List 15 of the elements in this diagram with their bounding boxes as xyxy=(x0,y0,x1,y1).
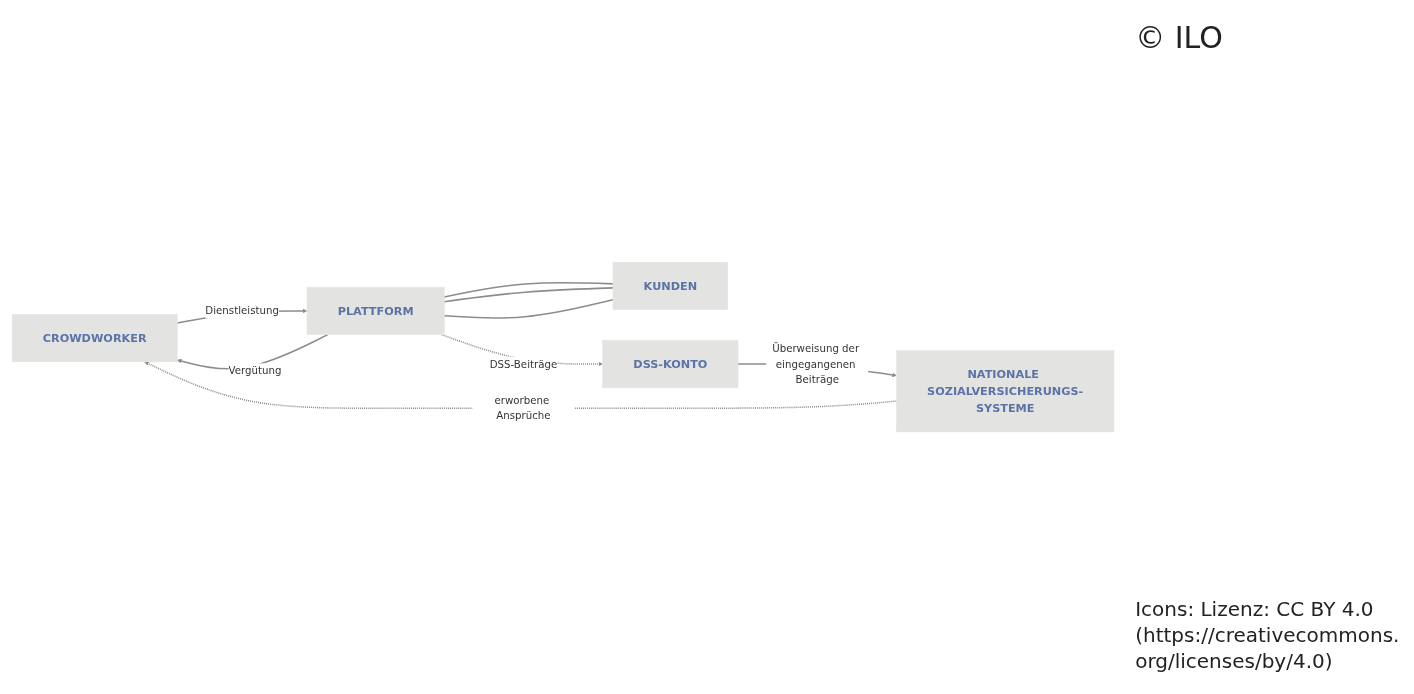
edge-label: erworbene Ansprüche xyxy=(493,394,551,423)
node-box: PLATTFORM xyxy=(306,286,445,335)
connector xyxy=(443,298,614,319)
edge-label: Vergütung xyxy=(228,364,281,377)
node-box: NATIONALE SOZIALVERSICHERUNGS-SYSTEME xyxy=(895,350,1114,433)
connector xyxy=(443,287,614,303)
edge-label: DSS-Beiträge xyxy=(489,357,557,371)
copyright-note: © ILO xyxy=(1135,20,1224,55)
node-box: DSS-KONTO xyxy=(601,340,738,389)
edge-label: Überweisung der eingegangenen Beiträge xyxy=(771,342,859,386)
node-box: KUNDEN xyxy=(612,261,728,310)
edge-label: Dienstleistung xyxy=(204,304,279,318)
node-box: CROWDWORKER xyxy=(11,314,178,363)
license-note: Icons: Lizenz: CC BY 4.0 (https://creativecommons.org/licenses/by/4.0) xyxy=(1135,596,1401,674)
connector xyxy=(443,281,614,298)
